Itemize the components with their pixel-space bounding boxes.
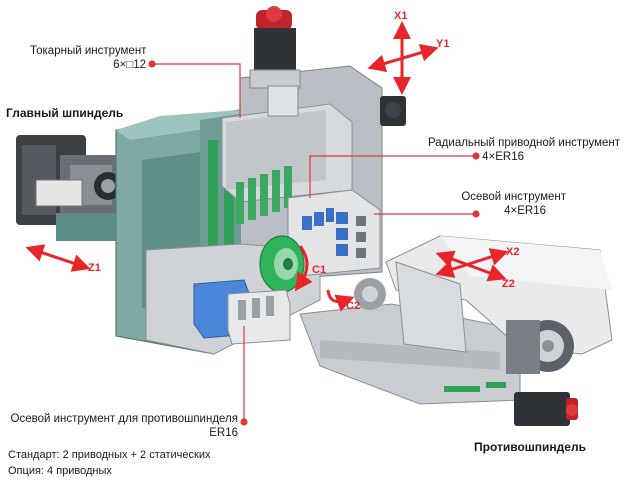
axis-x1-label: X1 [394,10,408,22]
leader-lines [148,60,480,426]
main-spindle-label: Главный шпиндель [6,106,124,120]
turning-tool-count: 6×□12 [113,59,146,71]
main-chuck [259,235,305,293]
axis-z1-arrow [25,244,91,272]
turning-tool-title: Токарный инструмент [30,45,147,57]
sub-axial-tool-label: Осевой инструмент для противошпинделя ER… [8,412,238,440]
axis-x2-label: X2 [506,246,520,258]
axis-z1-label: Z1 [88,262,101,274]
axial-tool-count: 4×ER16 [504,205,546,217]
turning-tool-label: Токарный инструмент 6×□12 [30,44,146,72]
radial-tool-label: Радиальный приводной инструмент 4×ER16 [416,136,620,164]
standard-note: Стандарт: 2 приводных + 2 статических [8,449,211,461]
radial-tool-count: 4×ER16 [482,151,524,163]
axis-c1-arrow [294,245,313,292]
axis-c2-label: C2 [346,300,361,312]
axis-c1-label: C1 [312,264,327,276]
option-note: Опция: 4 приводных [8,465,112,477]
x1-motor [249,6,301,117]
radial-tool-title: Радиальный приводной инструмент [428,137,620,149]
axial-tool-title: Осевой инструмент [461,191,566,203]
y-motor [380,96,406,126]
sub-axial-tool-count: ER16 [209,427,238,439]
axis-x1-arrow [367,21,439,95]
axis-c2-arrow [326,289,355,312]
axis-z2-label: Z2 [502,278,515,290]
sub-axial-tool-title: Осевой инструмент для противошпинделя [10,413,238,425]
axis-x2-arrow [435,248,509,282]
sub-spindle-label: Противошпиндель [474,440,586,454]
axial-tool-label: Осевой инструмент 4×ER16 [454,190,566,218]
main-spindle-assembly [16,135,122,241]
axis-y1-label: Y1 [436,38,450,50]
